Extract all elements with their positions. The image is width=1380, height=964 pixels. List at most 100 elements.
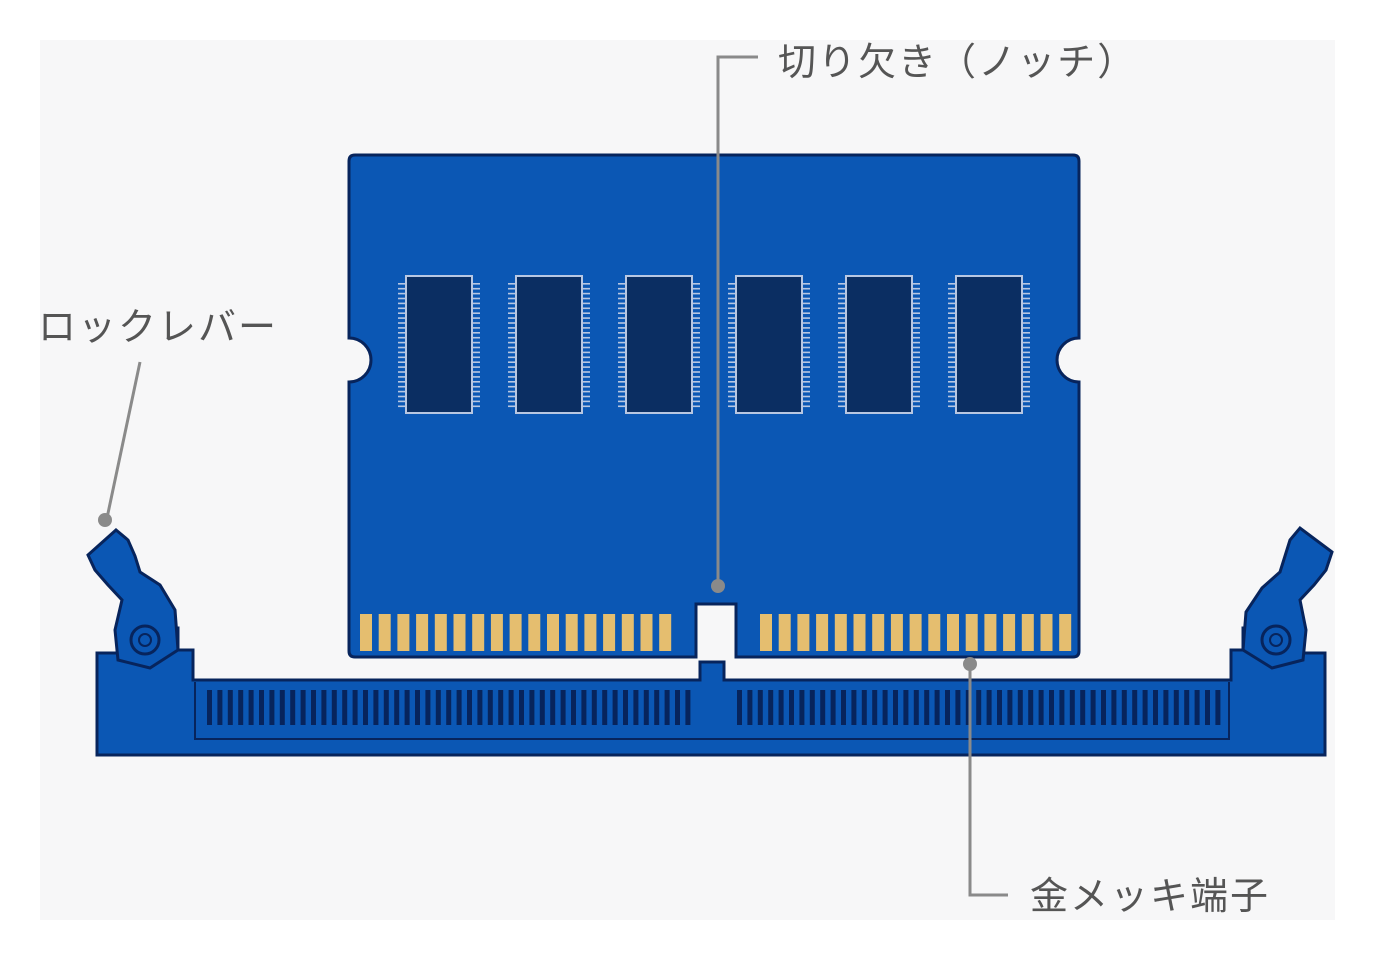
slot-slat: [675, 690, 680, 725]
gold-pin: [416, 614, 429, 651]
chip-pin: [838, 322, 845, 324]
chip-pin: [803, 385, 810, 388]
slot-slat: [633, 690, 639, 725]
chip-pin: [473, 341, 480, 344]
chip-pin: [913, 312, 920, 314]
chip-pin: [473, 283, 480, 285]
chip-pin: [508, 317, 515, 319]
gold-pin: [528, 614, 541, 651]
slot-slat: [1038, 690, 1044, 725]
chip-pin: [948, 405, 955, 408]
slot-slat: [487, 690, 493, 725]
slot-slat: [1069, 690, 1075, 725]
chip-pin: [693, 327, 700, 329]
chip-pin: [473, 405, 480, 408]
gold-pin: [509, 614, 522, 651]
chip-pin: [1023, 332, 1030, 334]
gold-terminal-leader-dot: [963, 657, 977, 671]
chip-pin: [398, 336, 405, 339]
chip-pin: [693, 351, 700, 354]
chip-pin: [618, 336, 625, 339]
chip-pin: [913, 346, 920, 349]
chip-pin: [728, 336, 735, 339]
chip-pin: [583, 381, 590, 383]
chip-pin: [728, 283, 735, 285]
memory-chip: [845, 275, 913, 414]
chip-pin: [583, 283, 590, 285]
slot-slat: [685, 690, 691, 725]
gold-pin: [965, 614, 978, 651]
gold-pin: [1059, 614, 1072, 651]
chip-pin: [583, 405, 590, 408]
gold-pin: [434, 614, 447, 651]
chip-pin: [473, 327, 480, 329]
chip-pin: [728, 292, 735, 295]
chip-pin: [583, 312, 590, 314]
chip-pin: [618, 322, 625, 324]
memory-chip: [405, 275, 473, 414]
slot-slat: [737, 690, 742, 725]
chip-pin: [693, 400, 700, 403]
slot-slat: [508, 690, 514, 725]
chip-pin: [838, 381, 845, 383]
chip-pin: [803, 361, 810, 363]
chip-pin: [803, 371, 810, 373]
chip-pin: [913, 356, 920, 359]
chip-pin: [728, 312, 735, 314]
slot-slat: [903, 690, 909, 725]
chip-pin: [473, 351, 480, 354]
chip-pin: [508, 346, 515, 349]
chip-pin: [618, 341, 625, 344]
gold-terminal-leader-line: [968, 664, 1008, 897]
chip-pin: [508, 385, 515, 388]
slot-slat: [882, 690, 888, 725]
chip-pin: [1023, 400, 1030, 403]
slot-slat: [861, 690, 867, 725]
chip-pin: [583, 385, 590, 388]
gold-pins: [360, 614, 1072, 651]
chip-pin: [473, 400, 480, 403]
slot-slat: [623, 690, 628, 725]
chip-pin: [508, 351, 515, 354]
chip-pin: [508, 287, 515, 290]
chip-pin: [728, 317, 735, 319]
chip-pin: [398, 297, 405, 300]
chip-pin: [838, 361, 845, 363]
chip-pin: [913, 371, 920, 373]
gold-pin: [778, 614, 791, 651]
chip-pin: [838, 395, 845, 398]
chip-pin: [913, 351, 920, 354]
chip-pin: [583, 400, 590, 403]
chip-pin: [913, 287, 920, 290]
chip-pin: [583, 341, 590, 344]
slot-slat: [467, 690, 472, 725]
gold-pin: [816, 614, 829, 651]
gold-pin: [834, 614, 847, 651]
gold-pin: [1040, 614, 1053, 651]
chip-pin: [948, 287, 955, 290]
slot-slat: [1017, 690, 1023, 725]
chip-pin: [728, 395, 735, 398]
chip-pin: [1023, 361, 1030, 363]
slot-contact-slats: [207, 690, 1221, 725]
slot-slat: [321, 690, 327, 725]
chip-pin: [728, 327, 735, 329]
slot-slat: [809, 690, 815, 725]
chip-pin: [508, 405, 515, 408]
slot-slat: [747, 690, 753, 725]
slot-slat: [841, 690, 846, 725]
chip-pin: [618, 327, 625, 329]
chip-pin: [948, 361, 955, 363]
chip-pin: [803, 405, 810, 408]
chip-pin: [913, 390, 920, 393]
slot-slat: [425, 690, 431, 725]
chip-pin: [913, 297, 920, 300]
chip-pin: [948, 336, 955, 339]
chip-pin: [803, 283, 810, 285]
chip-pin: [693, 292, 700, 295]
chip-pin: [398, 322, 405, 324]
chip-pin: [583, 332, 590, 334]
chip-pin: [803, 322, 810, 324]
chip-pin: [583, 302, 590, 305]
